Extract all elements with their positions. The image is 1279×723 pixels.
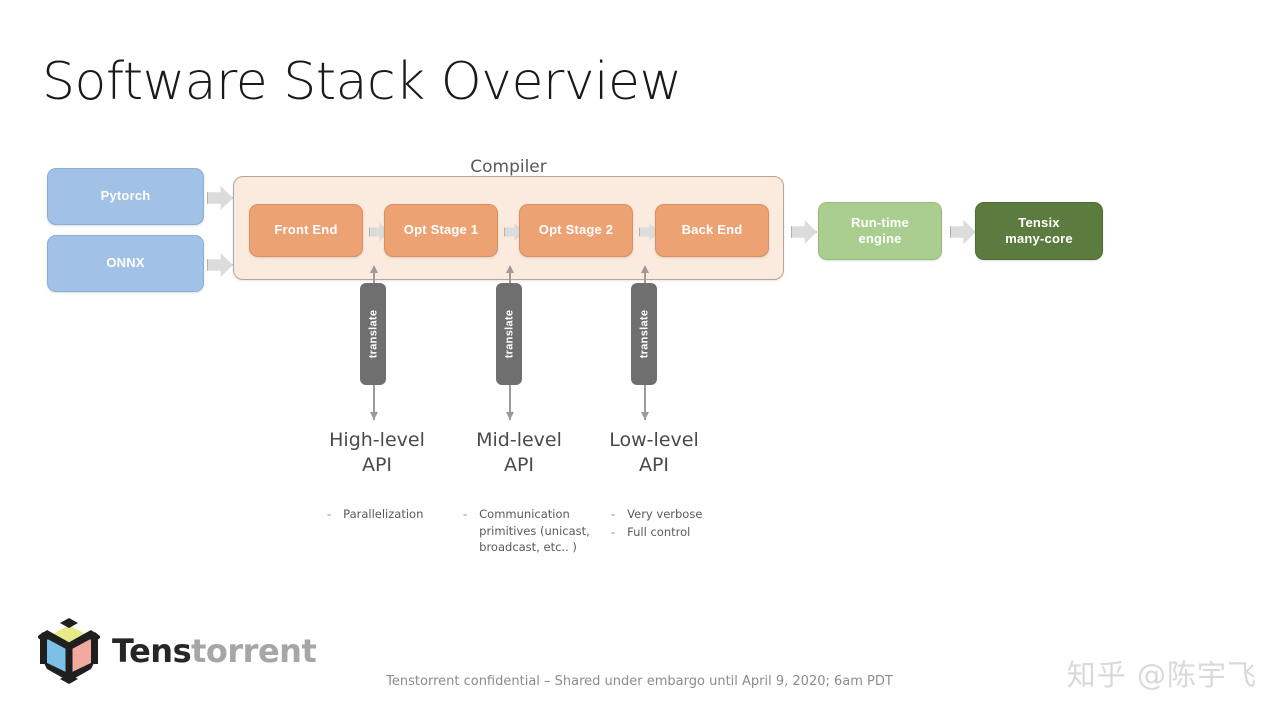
runtime-engine-node[interactable]: Run-time engine	[818, 202, 942, 260]
page-title: Software Stack Overview	[42, 52, 682, 112]
api-bullets-high-level: - Parallelization	[327, 506, 452, 524]
compiler-stage-back-end[interactable]: Back End	[655, 204, 769, 257]
input-node-onnx[interactable]: ONNX	[47, 235, 204, 292]
tensix-many-core-label: Tensix many-core	[1005, 214, 1073, 246]
compiler-label: Compiler	[470, 157, 547, 177]
bullet-text: Communication primitives (unicast, broad…	[479, 507, 590, 555]
api-mid-level-line1: Mid-level	[476, 429, 562, 451]
api-bullets-low-level: - Very verbose - Full control	[611, 506, 741, 541]
translate-box-mid-label: translate	[503, 309, 515, 359]
bullet-text: Parallelization	[343, 507, 424, 521]
translate-box-high-label: translate	[367, 309, 379, 359]
bullet-item: - Full control	[611, 524, 741, 541]
translate-arrow-up-low-icon	[640, 265, 649, 273]
translate-arrow-down-low-icon	[640, 412, 649, 420]
compiler-stage-opt-1[interactable]: Opt Stage 1	[384, 204, 498, 257]
input-node-pytorch-label: Pytorch	[100, 188, 151, 204]
arrow-compiler-to-runtime-icon	[791, 220, 817, 244]
bullet-item: - Very verbose	[611, 506, 741, 523]
tenstorrent-wordmark: Tenstorrent	[112, 632, 317, 670]
api-label-mid-level: Mid-level API	[434, 428, 604, 477]
api-high-level-line1: High-level	[329, 429, 425, 451]
compiler-stage-opt-2[interactable]: Opt Stage 2	[519, 204, 633, 257]
translate-box-low-label: translate	[638, 309, 650, 359]
translate-box-mid[interactable]: translate	[496, 283, 522, 385]
compiler-stage-opt-2-label: Opt Stage 2	[538, 222, 614, 238]
compiler-stage-front-end-label: Front End	[274, 222, 338, 238]
compiler-stage-opt-1-label: Opt Stage 1	[403, 222, 479, 238]
tenstorrent-cube-logo-icon	[38, 618, 100, 684]
bullet-marker: -	[611, 507, 616, 521]
api-high-level-line2: API	[361, 453, 393, 476]
translate-box-high[interactable]: translate	[360, 283, 386, 385]
arrow-runtime-to-tensix-icon	[950, 220, 976, 244]
logo-text-dark: Tens	[112, 632, 192, 670]
input-node-onnx-label: ONNX	[106, 255, 145, 271]
translate-arrow-down-high-icon	[369, 412, 378, 420]
translate-arrow-down-mid-icon	[505, 412, 514, 420]
compiler-stage-back-end-label: Back End	[681, 222, 743, 238]
api-low-level-line2: API	[638, 453, 670, 476]
compiler-stage-front-end[interactable]: Front End	[249, 204, 363, 257]
bullet-item: - Communication primitives (unicast, bro…	[463, 506, 593, 556]
translate-arrow-up-mid-icon	[505, 265, 514, 273]
input-node-pytorch[interactable]: Pytorch	[47, 168, 204, 225]
api-label-high-level: High-level API	[292, 428, 462, 477]
api-low-level-line1: Low-level	[609, 429, 699, 451]
logo-text-gray: torrent	[191, 632, 317, 670]
arrow-onnx-to-compiler-icon	[207, 253, 233, 277]
bullet-text: Very verbose	[627, 507, 703, 521]
runtime-engine-label: Run-time engine	[851, 214, 909, 246]
confidentiality-footer: Tenstorrent confidential – Shared under …	[386, 674, 893, 689]
bullet-marker: -	[327, 507, 332, 521]
api-label-low-level: Low-level API	[569, 428, 739, 477]
translate-box-low[interactable]: translate	[631, 283, 657, 385]
tensix-many-core-node[interactable]: Tensix many-core	[975, 202, 1103, 260]
zhihu-watermark: 知乎 @陈宇飞	[1066, 658, 1257, 692]
bullet-marker: -	[611, 524, 616, 539]
api-mid-level-line2: API	[503, 453, 535, 476]
api-bullets-mid-level: - Communication primitives (unicast, bro…	[463, 506, 593, 557]
bullet-item: - Parallelization	[327, 506, 452, 523]
bullet-text: Full control	[627, 524, 691, 539]
bullet-marker: -	[463, 507, 468, 521]
arrow-pytorch-to-compiler-icon	[207, 186, 233, 210]
translate-arrow-up-high-icon	[369, 265, 378, 273]
tenstorrent-logo: Tenstorrent	[38, 618, 317, 684]
